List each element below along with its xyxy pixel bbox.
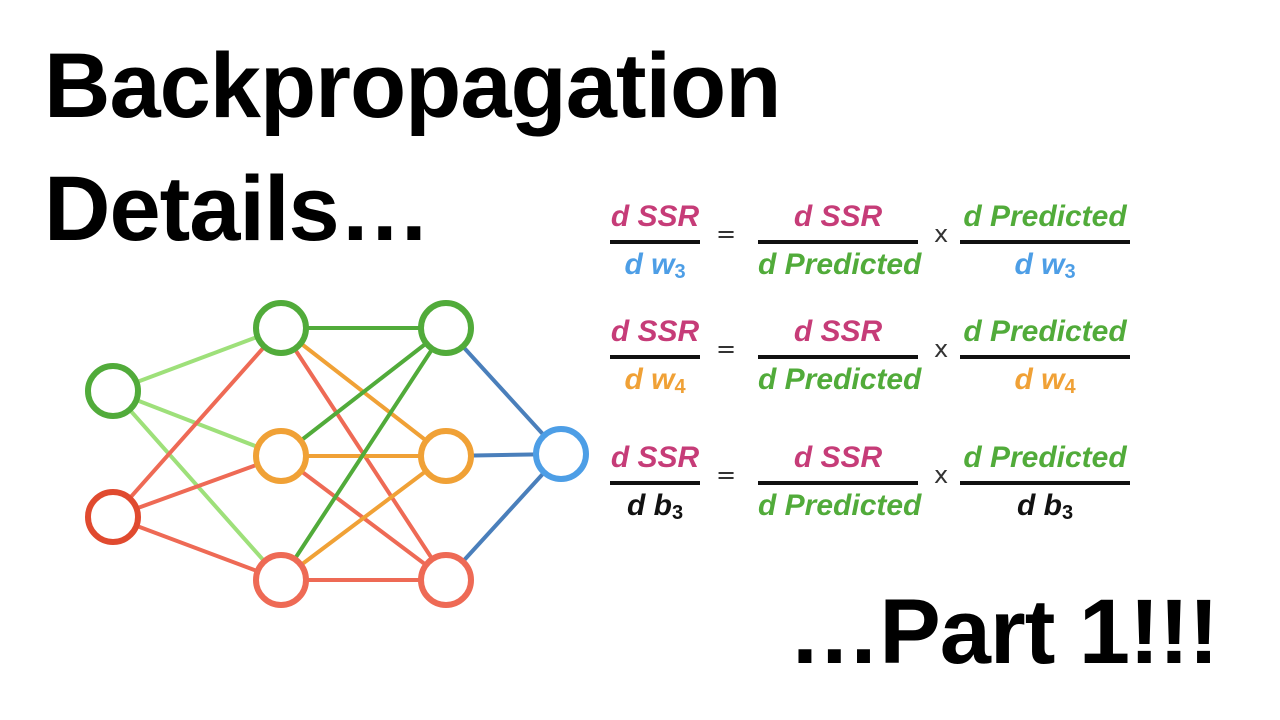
lhs-numerator: d SSR bbox=[610, 200, 700, 233]
lhs-den-subscript: 4 bbox=[674, 376, 686, 398]
edge-h2c-out bbox=[444, 452, 563, 582]
fraction-bar bbox=[758, 481, 918, 485]
rhs-den-subscript: 3 bbox=[1064, 261, 1076, 283]
mid-numerator: d SSR bbox=[793, 315, 883, 348]
node-h1c bbox=[253, 552, 309, 608]
lhs-fraction: d SSR d b3 bbox=[610, 441, 700, 541]
edge-in2-h1b bbox=[111, 454, 283, 519]
fraction-bar bbox=[610, 355, 700, 359]
subtitle-part-1: …Part 1!!! bbox=[788, 581, 1219, 683]
times-sign: x bbox=[934, 461, 949, 489]
network-nodes bbox=[85, 300, 589, 608]
fraction-bar bbox=[610, 481, 700, 485]
lhs-numerator: d SSR bbox=[610, 441, 700, 474]
lhs-fraction: d SSR d w4 bbox=[610, 315, 700, 415]
equation-w4: d SSR d w4 = d SSR d Predicted x d Predi… bbox=[600, 315, 1160, 415]
rhs-denominator: d w4 bbox=[960, 363, 1130, 398]
fraction-bar bbox=[758, 355, 918, 359]
lhs-numerator: d SSR bbox=[610, 315, 700, 348]
mid-fraction: d SSR d Predicted bbox=[758, 315, 922, 415]
rhs-numerator: d Predicted bbox=[963, 315, 1127, 348]
equals-sign: = bbox=[716, 461, 737, 489]
rhs-fraction: d Predicted d w4 bbox=[960, 315, 1130, 415]
node-h2b bbox=[418, 428, 474, 484]
lhs-den-subscript: 3 bbox=[671, 502, 684, 524]
rhs-den-text: d w bbox=[1014, 248, 1065, 281]
times-sign: x bbox=[934, 335, 949, 363]
lhs-den-text: d b bbox=[626, 489, 672, 522]
fraction-bar bbox=[960, 355, 1130, 359]
lhs-denominator: d w4 bbox=[610, 363, 700, 398]
lhs-fraction: d SSR d w3 bbox=[610, 200, 700, 300]
node-out bbox=[533, 426, 589, 482]
node-in1 bbox=[85, 363, 141, 419]
equals-sign: = bbox=[716, 220, 737, 248]
edge-in2-h1a bbox=[111, 326, 283, 519]
mid-fraction: d SSR d Predicted bbox=[758, 441, 922, 541]
rhs-den-subscript: 4 bbox=[1064, 376, 1076, 398]
edge-in1-h1a bbox=[111, 326, 283, 393]
edge-h1b-h2a bbox=[279, 326, 448, 458]
equation-w3: d SSR d w3 = d SSR d Predicted x d Predi… bbox=[600, 200, 1160, 300]
mid-fraction: d SSR d Predicted bbox=[758, 200, 922, 300]
lhs-den-text: d w bbox=[624, 248, 675, 281]
title-line-1: Backpropagation bbox=[44, 35, 781, 137]
node-h2c bbox=[418, 552, 474, 608]
rhs-denominator: d b3 bbox=[960, 489, 1130, 524]
rhs-fraction: d Predicted d w3 bbox=[960, 200, 1130, 300]
neural-network-diagram bbox=[85, 300, 589, 608]
mid-denominator: d Predicted bbox=[758, 248, 922, 281]
edge-in2-h1c bbox=[111, 515, 283, 582]
mid-denominator: d Predicted bbox=[758, 363, 922, 396]
rhs-numerator: d Predicted bbox=[963, 200, 1127, 233]
times-sign: x bbox=[934, 220, 949, 248]
edge-h1c-h2b bbox=[279, 454, 448, 582]
fraction-bar bbox=[758, 240, 918, 244]
rhs-den-text: d b bbox=[1016, 489, 1062, 522]
rhs-den-text: d w bbox=[1014, 363, 1065, 396]
rhs-denominator: d w3 bbox=[960, 248, 1130, 283]
equals-sign: = bbox=[716, 335, 737, 363]
node-h1a bbox=[253, 300, 309, 356]
mid-numerator: d SSR bbox=[793, 200, 883, 233]
node-h1b bbox=[253, 428, 309, 484]
lhs-denominator: d b3 bbox=[610, 489, 700, 524]
lhs-den-text: d w bbox=[624, 363, 675, 396]
lhs-denominator: d w3 bbox=[610, 248, 700, 283]
fraction-bar bbox=[960, 240, 1130, 244]
rhs-numerator: d Predicted bbox=[963, 441, 1127, 474]
rhs-den-subscript: 3 bbox=[1061, 502, 1074, 524]
title-line-2: Details… bbox=[44, 158, 431, 260]
rhs-fraction: d Predicted d b3 bbox=[960, 441, 1130, 541]
fraction-bar bbox=[960, 481, 1130, 485]
mid-denominator: d Predicted bbox=[758, 489, 922, 522]
equation-b3: d SSR d b3 = d SSR d Predicted x d Predi… bbox=[600, 441, 1160, 541]
network-edges bbox=[111, 326, 563, 582]
node-in2 bbox=[85, 489, 141, 545]
edge-h1c-h2a bbox=[279, 326, 448, 582]
lhs-den-subscript: 3 bbox=[674, 261, 686, 283]
node-h2a bbox=[418, 300, 474, 356]
fraction-bar bbox=[610, 240, 700, 244]
mid-numerator: d SSR bbox=[793, 441, 883, 474]
edge-h2a-out bbox=[444, 326, 563, 456]
